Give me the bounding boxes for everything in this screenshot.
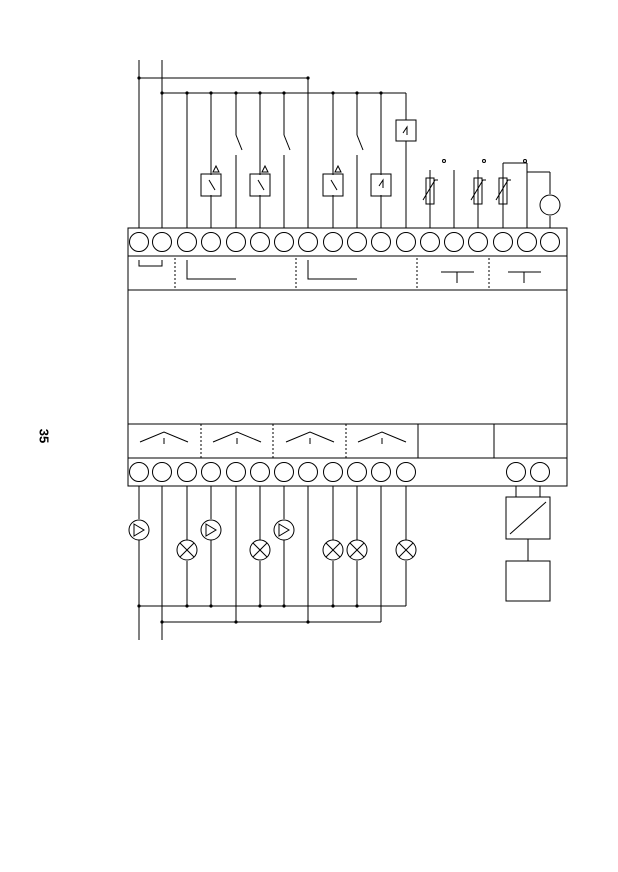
output-group-symbol xyxy=(357,431,407,444)
lamp-icon xyxy=(322,539,344,561)
output-group-symbol xyxy=(212,431,262,444)
pump-icon xyxy=(273,519,295,541)
external-device-icon xyxy=(539,194,561,216)
lamp-icon xyxy=(249,539,271,561)
temperature-sensor-icon xyxy=(470,177,486,205)
output-group-symbol xyxy=(139,431,189,444)
temperature-sensor-icon xyxy=(422,177,438,205)
pump-icon xyxy=(200,519,222,541)
controller-outline xyxy=(127,227,568,487)
relay-contact-icon xyxy=(395,119,417,142)
warning-triangle-icon xyxy=(212,164,220,173)
junction-dots xyxy=(137,76,383,624)
external-unit-box xyxy=(505,560,551,602)
pump-icon xyxy=(128,519,150,541)
lamp-icon xyxy=(346,539,368,561)
lamp-icon xyxy=(176,539,198,561)
warning-triangle-icon xyxy=(261,164,269,173)
converter-icon xyxy=(505,496,551,540)
lamp-icon xyxy=(395,539,417,561)
top-terminal-block xyxy=(129,232,560,252)
relay-contact-icon xyxy=(370,173,392,197)
output-group-symbol xyxy=(285,431,335,444)
bottom-terminal-block xyxy=(129,462,550,482)
temperature-sensor-icon xyxy=(495,177,511,205)
warning-triangle-icon xyxy=(334,164,342,173)
relay-contact-icon xyxy=(249,173,271,197)
relay-contact-icon xyxy=(200,173,222,197)
relay-contact-icon xyxy=(322,173,344,197)
